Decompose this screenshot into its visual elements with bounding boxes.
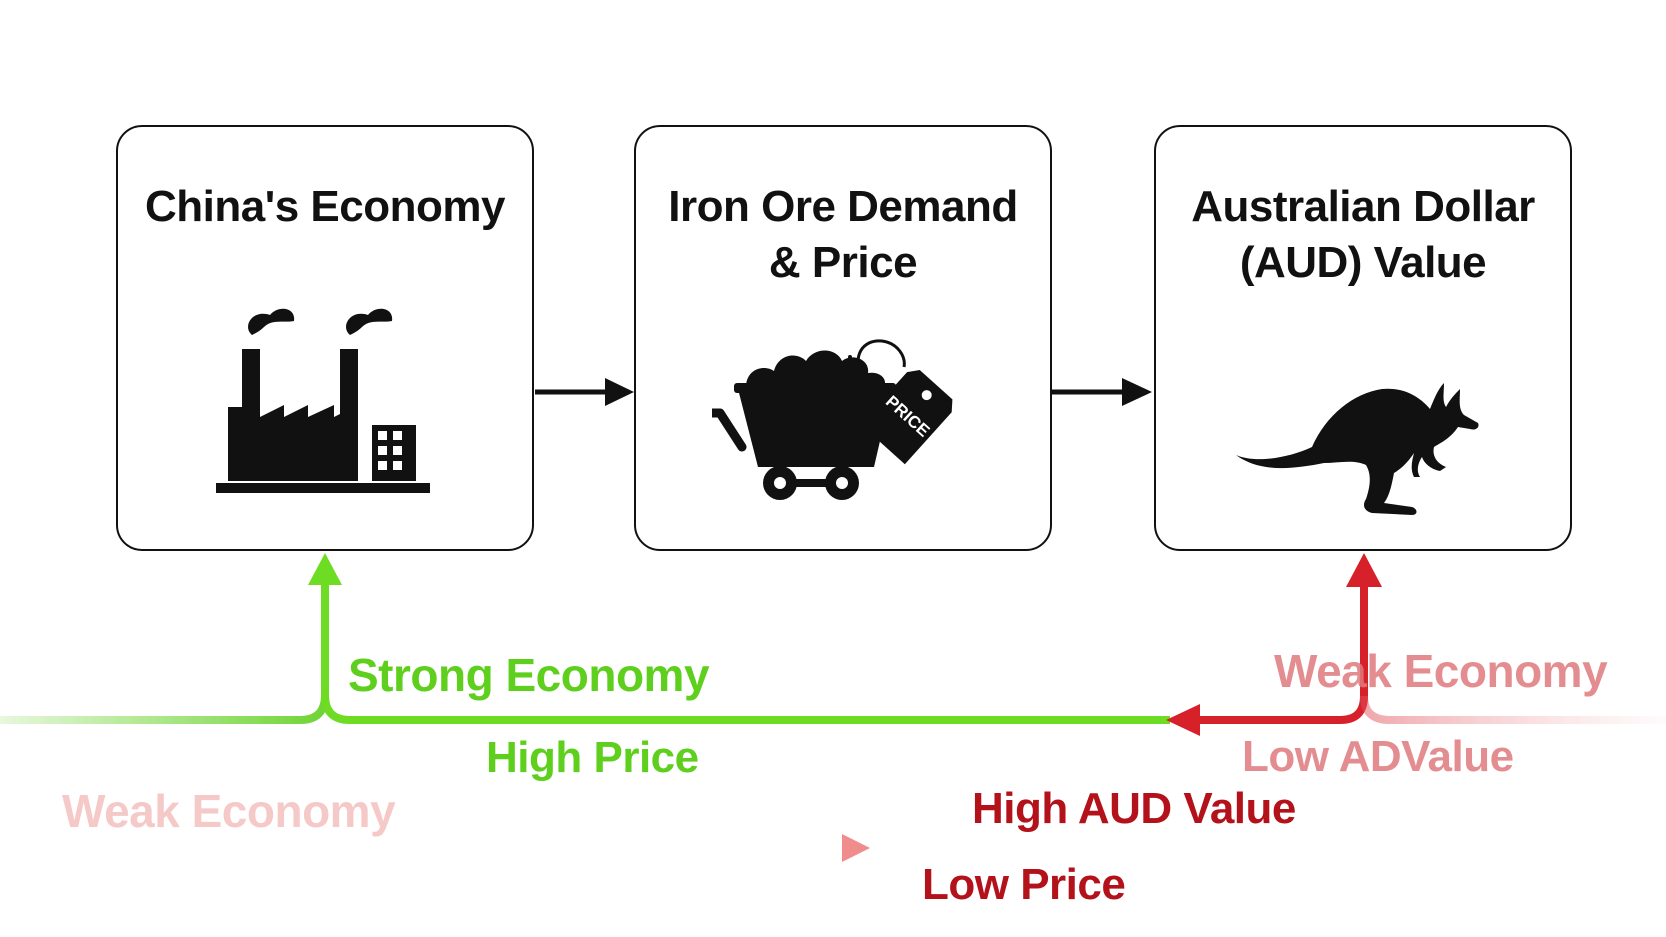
label-high-aud-value: High AUD Value [972,784,1296,833]
arrow-ore-to-aud [1052,378,1152,406]
box-china-economy: China's Economy [116,125,534,551]
box-title: China's Economy [145,182,505,231]
kangaroo-icon [1236,383,1479,515]
label-weak-economy-left: Weak Economy [62,785,396,837]
red-line-right-fade [1360,695,1666,724]
ore-cart-icon: PRICE [712,339,953,500]
arrow-china-to-ore [535,378,634,406]
green-arrow-up [308,553,342,585]
label-strong-economy: Strong Economy [348,649,710,701]
red-arrow-bottom [842,834,870,862]
box-title: Australian Dollar (AUD) Value [1191,182,1535,287]
box-iron-ore: Iron Ore Demand & Price PRICE [634,125,1052,551]
box-aud-value: Australian Dollar (AUD) Value [1154,125,1572,551]
red-arrow-up [1346,553,1382,587]
factory-icon [216,308,430,493]
label-weak-economy-right: Weak Economy [1274,645,1608,697]
green-line-main [321,578,1170,724]
box-title: Iron Ore Demand & Price [668,182,1018,287]
red-arrow-left [1166,704,1200,736]
label-high-price: High Price [486,733,699,782]
green-line-left [0,694,329,724]
label-low-ad-value: Low ADValue [1242,732,1514,781]
label-low-price: Low Price [922,860,1126,909]
